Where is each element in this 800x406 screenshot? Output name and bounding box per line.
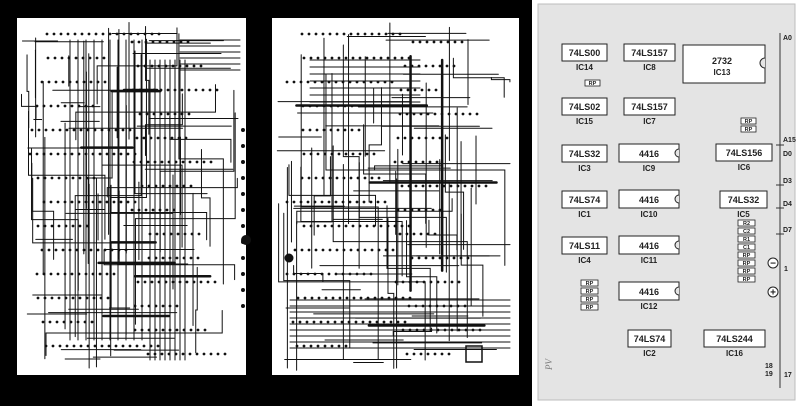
chip-ic1: 74LS74 IC1: [561, 190, 608, 219]
svg-text:RP: RP: [743, 269, 751, 275]
chip-ic7: 74LS157 IC7: [623, 97, 676, 126]
edge-label-19: 19: [765, 371, 773, 378]
chip-ic12-id: IC12: [641, 302, 658, 311]
edge-label-a15: A15: [783, 137, 796, 144]
chip-ic12-type: 4416: [639, 287, 659, 297]
svg-text:R1: R1: [743, 237, 750, 243]
signature-mark: PV: [544, 358, 554, 371]
resistor-pack-1: RP: [740, 117, 757, 125]
edge-label-a0: A0: [783, 35, 792, 42]
resistor-pack-13: RP: [580, 295, 599, 303]
chip-ic8-type: 74LS157: [631, 48, 668, 58]
chip-ic1-type: 74LS74: [569, 195, 601, 205]
edge-label-d7: D7: [783, 227, 792, 234]
chip-ic4-id: IC4: [578, 256, 591, 265]
chip-ic4-type: 74LS11: [569, 241, 600, 251]
chip-ic5-type: 74LS32: [728, 195, 760, 205]
svg-text:R2: R2: [743, 221, 750, 227]
svg-text:RP: RP: [586, 305, 594, 311]
chip-ic9: 4416 IC9: [618, 143, 680, 173]
svg-text:RP: RP: [745, 119, 753, 125]
svg-text:RP: RP: [586, 297, 594, 303]
svg-text:RP: RP: [743, 277, 751, 283]
chip-ic3: 74LS32 IC3: [561, 144, 608, 173]
chip-ic2: 74LS74 IC2: [627, 329, 672, 358]
svg-text:RP: RP: [743, 253, 751, 259]
chip-ic11-id: IC11: [641, 256, 658, 265]
svg-text:RP: RP: [589, 81, 597, 87]
chip-ic14-id: IC14: [576, 63, 593, 72]
edge-label-18: 18: [765, 363, 773, 370]
chip-ic2-type: 74LS74: [634, 334, 666, 344]
resistor-pack-7: RP: [737, 251, 756, 259]
chip-ic8: 74LS157 IC8: [623, 43, 676, 72]
svg-text:+: +: [770, 288, 776, 299]
chip-ic9-type: 4416: [639, 149, 659, 159]
chip-ic15-type: 74LS02: [569, 102, 601, 112]
chip-ic3-type: 74LS32: [569, 149, 601, 159]
chip-ic5-id: IC5: [737, 210, 750, 219]
chip-ic10: 4416 IC10: [618, 189, 680, 219]
component-placement-panel: 74LS00 IC14 74LS157 IC8 2732 IC13 74LS02…: [532, 0, 800, 406]
chip-ic13-type: 2732: [712, 56, 732, 66]
resistor-pack-11: RP: [580, 279, 599, 287]
chip-ic15: 74LS02 IC15: [561, 97, 608, 126]
chip-ic11-type: 4416: [639, 241, 659, 251]
chip-ic12: 4416 IC12: [618, 281, 680, 311]
resistor-pack-2: RP: [740, 125, 757, 133]
chip-ic14-type: 74LS00: [569, 48, 601, 58]
pcb-copper-panel-left: [0, 0, 264, 406]
svg-text:C1: C1: [743, 245, 750, 251]
resistor-pack-12: RP: [580, 287, 599, 295]
pcb-copper-panel-right: [264, 0, 532, 406]
edge-label-d4: D4: [783, 201, 792, 208]
chip-ic14: 74LS00 IC14: [561, 43, 608, 72]
resistor-pack-0: RP: [584, 79, 601, 87]
chip-ic8-id: IC8: [643, 63, 656, 72]
chip-ic6-id: IC6: [738, 163, 751, 172]
chip-ic2-id: IC2: [643, 349, 656, 358]
chip-ic7-type: 74LS157: [631, 102, 668, 112]
svg-text:RP: RP: [586, 281, 594, 287]
edge-label-1: 1: [784, 266, 788, 273]
svg-text:−: −: [770, 259, 776, 270]
resistor-pack-10: RP: [737, 275, 756, 283]
chip-ic7-id: IC7: [643, 117, 656, 126]
svg-text:C2: C2: [743, 229, 750, 235]
chip-ic16: 74LS244 IC16: [703, 329, 766, 358]
svg-text:RP: RP: [745, 127, 753, 133]
chip-ic6-type: 74LS156: [726, 148, 763, 158]
resistor-r1: R1: [737, 235, 756, 243]
capacitor-c2: C2: [737, 227, 756, 235]
chip-ic10-type: 4416: [639, 195, 659, 205]
resistor-pack-9: RP: [737, 267, 756, 275]
resistor-pack-14: RP: [580, 303, 599, 311]
chip-ic3-id: IC3: [578, 164, 591, 173]
polarity-minus-icon: −: [767, 257, 779, 270]
chip-ic6: 74LS156 IC6: [715, 143, 773, 172]
chip-ic9-id: IC9: [643, 164, 656, 173]
chip-ic4: 74LS11 IC4: [561, 236, 608, 265]
resistor-r2: R2: [737, 219, 756, 227]
edge-label-17: 17: [784, 372, 792, 379]
capacitor-c1: C1: [737, 243, 756, 251]
chip-ic16-type: 74LS244: [716, 334, 753, 344]
chip-ic13-id: IC13: [714, 68, 731, 77]
edge-label-d3: D3: [783, 178, 792, 185]
chip-ic11: 4416 IC11: [618, 235, 680, 265]
chip-ic1-id: IC1: [578, 210, 591, 219]
polarity-plus-icon: +: [767, 286, 779, 299]
chip-ic15-id: IC15: [576, 117, 593, 126]
chip-ic13: 2732 IC13: [682, 44, 766, 84]
chip-ic10-id: IC10: [641, 210, 658, 219]
chip-ic5: 74LS32 IC5: [719, 190, 768, 219]
svg-text:RP: RP: [743, 261, 751, 267]
chip-ic16-id: IC16: [726, 349, 743, 358]
edge-label-d0: D0: [783, 151, 792, 158]
resistor-pack-8: RP: [737, 259, 756, 267]
svg-text:RP: RP: [586, 289, 594, 295]
